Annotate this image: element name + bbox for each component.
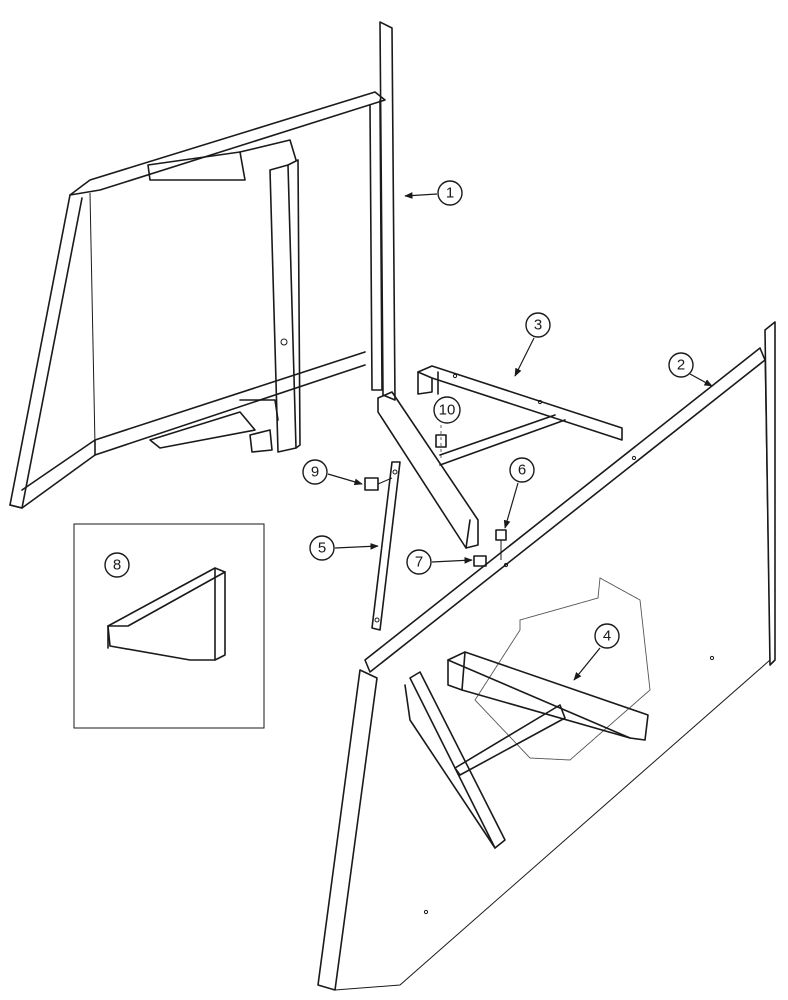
angled-strut: [377, 391, 479, 549]
hardware-nut-10: [435, 425, 447, 460]
svg-text:8: 8: [113, 557, 121, 574]
part-3-bracket: [417, 365, 623, 466]
svg-text:1: 1: [446, 185, 454, 202]
part-1-door-frame: [9, 21, 396, 509]
hardware-bolt-6: [495, 529, 507, 560]
callout-8: 8: [104, 552, 130, 578]
part-5-strap: [371, 461, 401, 631]
callout-1: 1: [404, 180, 463, 206]
inset-box-part-8: [73, 523, 265, 729]
callout-9: 9: [302, 459, 363, 486]
part-4-support-frame: [404, 577, 651, 849]
callout-4: 4: [573, 623, 620, 681]
svg-text:10: 10: [439, 402, 456, 419]
callout-10: 10: [433, 396, 461, 424]
hardware-bolt-9: [364, 477, 393, 491]
callout-5: 5: [309, 535, 379, 561]
callout-3: 3: [514, 312, 551, 377]
svg-text:2: 2: [677, 357, 685, 374]
hardware-nut-7: [473, 555, 487, 567]
callout-7: 7: [406, 549, 473, 575]
part-2-panel: [317, 321, 776, 991]
callout-2: 2: [668, 352, 713, 387]
callout-6: 6: [503, 457, 535, 529]
svg-text:6: 6: [518, 462, 526, 479]
svg-text:7: 7: [415, 554, 423, 571]
svg-text:9: 9: [311, 464, 319, 481]
svg-text:3: 3: [534, 317, 542, 334]
svg-text:4: 4: [603, 628, 611, 645]
svg-text:5: 5: [318, 540, 326, 557]
